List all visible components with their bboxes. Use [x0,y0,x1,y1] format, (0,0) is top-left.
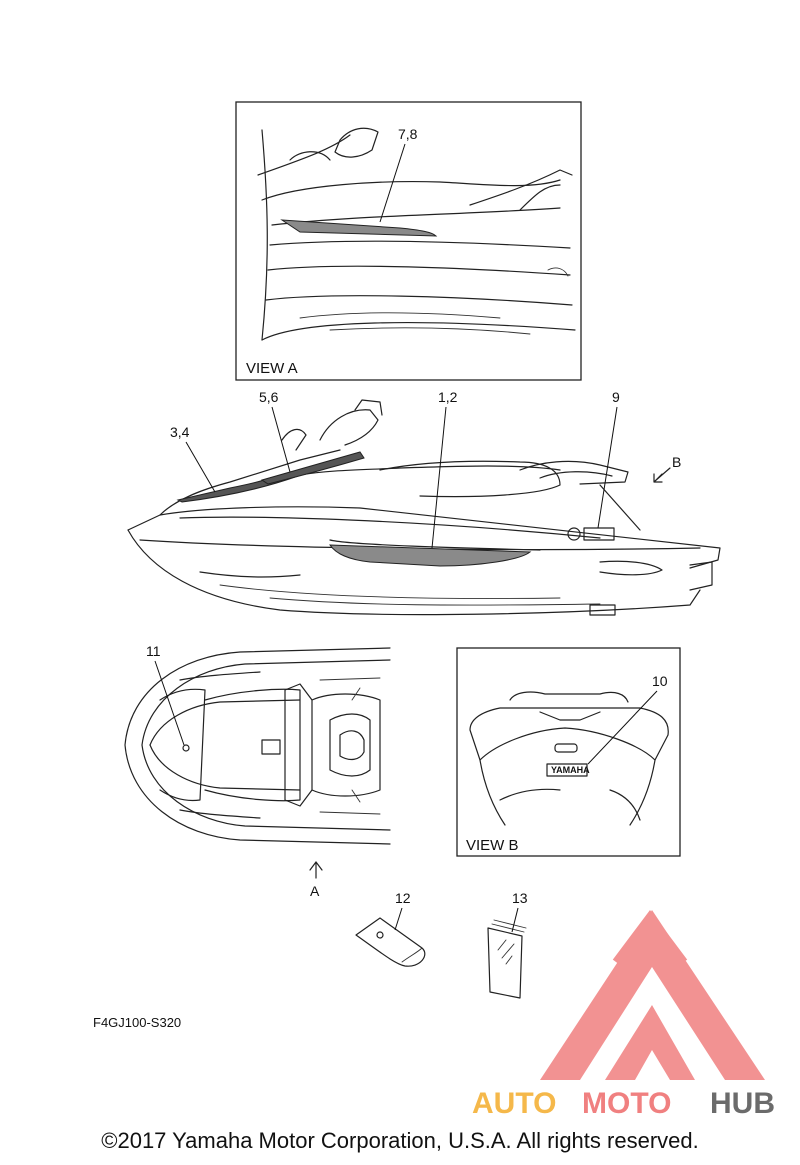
badge-10-text: YAMAHA [551,765,590,775]
view-b-inset: YAMAHA 10 VIEW B [456,647,681,857]
copyright-notice: ©2017 Yamaha Motor Corporation, U.S.A. A… [101,1128,699,1153]
decal-5-6 [260,451,365,485]
view-b-stern-drawing: YAMAHA [469,691,669,826]
watermark-text-moto: MOTO [582,1087,671,1120]
callout-9: 9 [612,389,620,405]
automotohub-watermark: AUTO MOTO HUB [472,910,775,1120]
view-b-label: VIEW B [466,837,519,854]
callout-5-6: 5,6 [259,389,279,405]
top-view: 11 A [124,643,391,899]
watercraft-top-drawing [124,647,391,845]
diagram-code: F4GJ100-S320 [93,1015,181,1030]
callout-3-4: 3,4 [170,424,190,440]
view-a-inset: 7,8 VIEW A [235,101,582,381]
leader-7-8 [379,143,406,223]
view-a-label: VIEW A [246,360,298,377]
part-13-manual [487,927,523,999]
part-12: 12 [355,890,426,967]
leader-3-4 [185,441,216,493]
leader-12 [394,907,403,931]
part-12-snap [376,931,384,939]
callout-10: 10 [652,673,668,689]
view-a-hull-drawing [257,127,576,341]
view-a-arrow [309,861,323,879]
view-a-frame [235,101,582,381]
callout-7-8: 7,8 [398,126,418,142]
callout-1-2: 1,2 [438,389,458,405]
yamaha-emblem [567,527,581,541]
callout-11: 11 [146,643,161,659]
view-b-arrow-label: B [672,454,681,470]
part-12-pouch [355,917,426,967]
leader-9 [597,406,618,529]
callout-12: 12 [395,890,411,906]
part-13: 13 [487,890,528,999]
leader-13 [511,907,519,933]
badge-10 [546,763,588,777]
decal-11-spot [182,744,190,752]
watercraft-side-drawing [127,399,721,616]
main-side-view: 3,4 5,6 1,2 9 B [127,389,721,616]
view-a-arrow-label: A [310,883,320,899]
leader-11 [154,660,185,746]
view-b-arrow [653,467,671,483]
watermark-text-hub: HUB [710,1087,775,1120]
leader-5-6 [271,406,291,473]
leader-10 [587,690,658,765]
leader-1-2 [431,406,447,549]
watermark-logo-mark [540,910,765,1080]
decal-1-2 [329,544,532,567]
decal-7-8 [280,219,438,237]
badge-9 [583,527,615,541]
view-b-frame [456,647,681,857]
watermark-text-auto: AUTO [472,1087,556,1120]
callout-13: 13 [512,890,528,906]
